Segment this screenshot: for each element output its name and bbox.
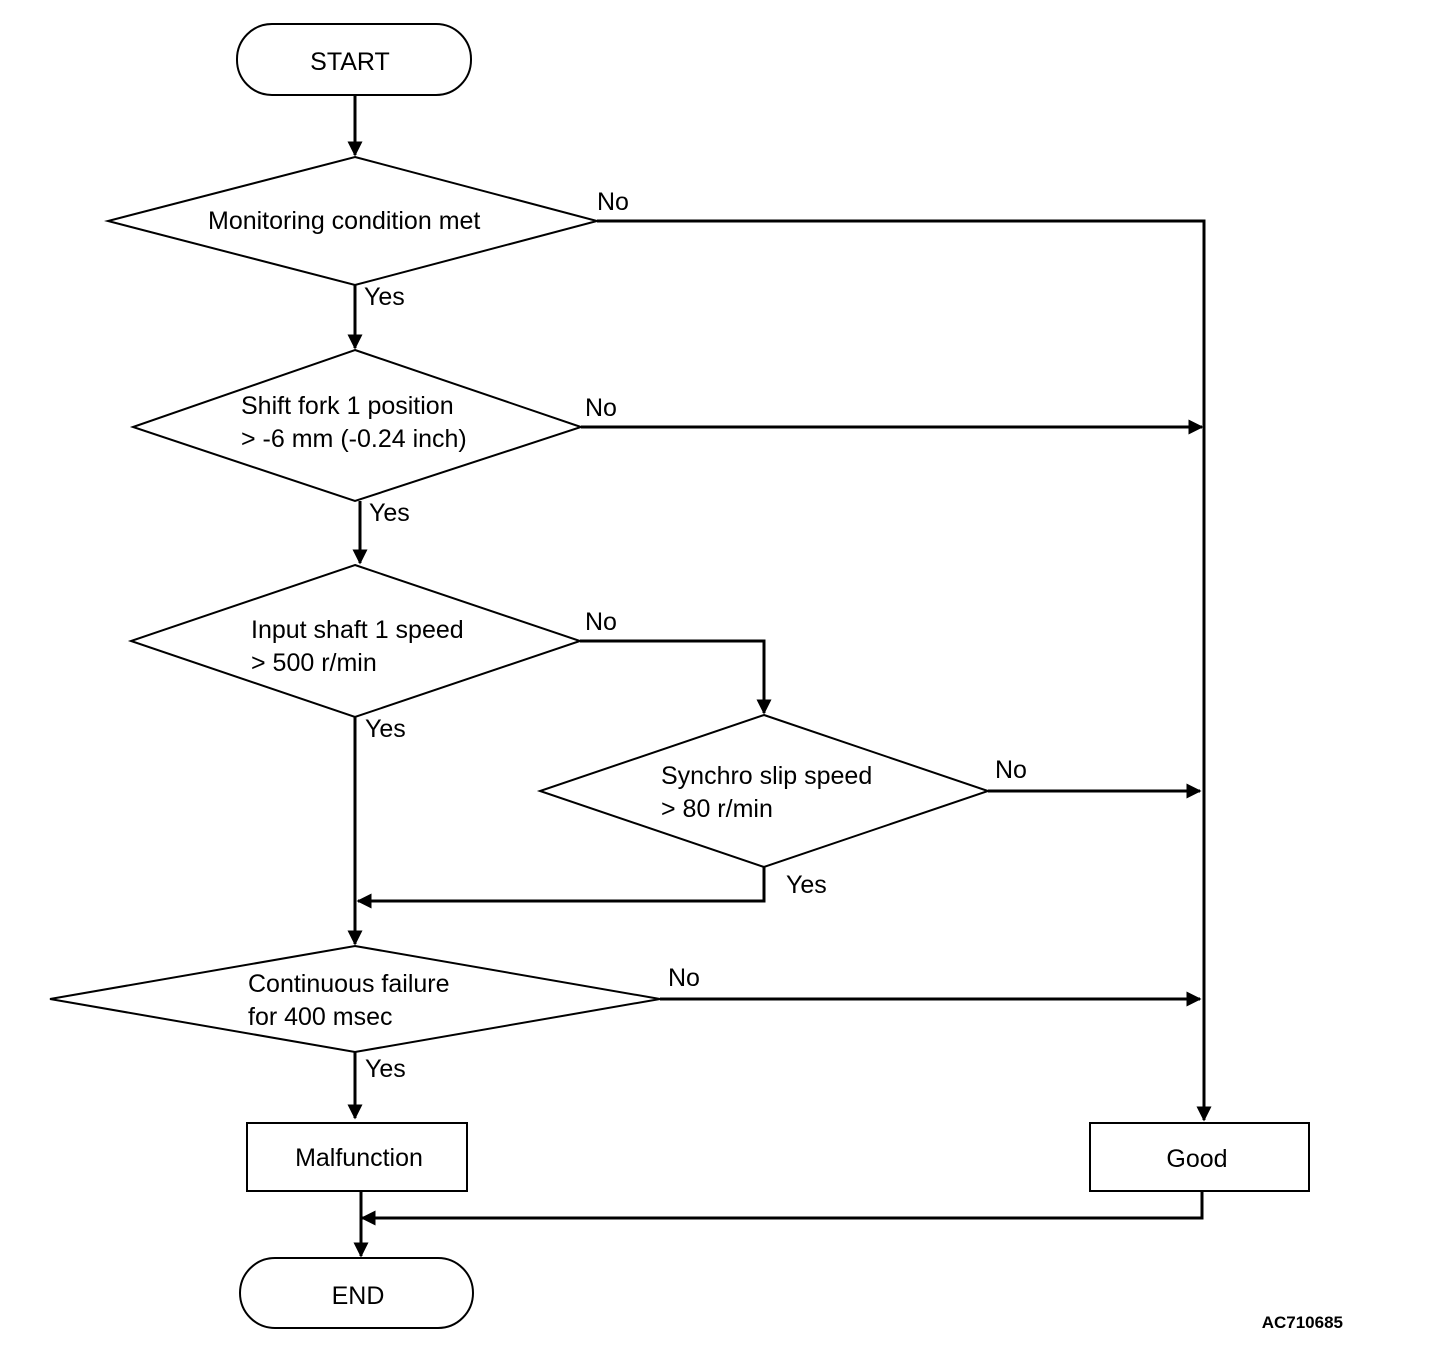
good-label: Good xyxy=(1166,1145,1227,1173)
arrow-d4-yes-to-main xyxy=(356,867,766,909)
malfunction-box: Malfunction xyxy=(246,1122,468,1192)
d3-yes-label: Yes xyxy=(365,715,406,743)
d4-no-label: No xyxy=(995,756,1027,784)
decision-2-line-2: > -6 mm (-0.24 inch) xyxy=(241,425,467,453)
branch-labels: No Yes No Yes No Yes No Yes No Yes xyxy=(364,188,1027,1083)
d1-yes-label: Yes xyxy=(364,283,405,311)
arrow-d3-no-to-d4 xyxy=(580,639,772,715)
decision-monitoring-condition: Monitoring condition met xyxy=(104,155,601,287)
d3-no-label: No xyxy=(585,608,617,636)
decision-5-line-2: for 400 msec xyxy=(248,1003,393,1031)
end-terminal: END xyxy=(239,1257,474,1329)
d5-no-label: No xyxy=(668,964,700,992)
reference-code: AC710685 xyxy=(1262,1313,1343,1332)
d2-no-label: No xyxy=(585,394,617,422)
decision-5-line-1: Continuous failure xyxy=(248,970,450,998)
decision-continuous-failure: Continuous failure for 400 msec xyxy=(49,944,661,1054)
decision-2-line-1: Shift fork 1 position xyxy=(241,392,454,420)
start-terminal: START xyxy=(236,23,472,96)
decision-4-line-2: > 80 r/min xyxy=(661,795,773,823)
d5-yes-label: Yes xyxy=(365,1055,406,1083)
end-label: END xyxy=(332,1282,385,1310)
d2-yes-label: Yes xyxy=(369,499,410,527)
decision-1-line-1: Monitoring condition met xyxy=(208,207,480,235)
malfunction-label: Malfunction xyxy=(295,1144,423,1172)
decision-shift-fork-position: Shift fork 1 position > -6 mm (-0.24 inc… xyxy=(129,348,585,503)
decision-3-line-1: Input shaft 1 speed xyxy=(251,616,464,644)
decision-3-line-2: > 500 r/min xyxy=(251,649,377,677)
connectors xyxy=(347,95,1212,1258)
decision-input-shaft-speed: Input shaft 1 speed > 500 r/min xyxy=(127,563,584,719)
arrow-d1-no-to-good xyxy=(597,219,1212,1122)
d1-no-label: No xyxy=(597,188,629,216)
d4-yes-label: Yes xyxy=(786,871,827,899)
arrow-good-to-end xyxy=(360,1191,1204,1226)
decision-synchro-slip-speed: Synchro slip speed > 80 r/min xyxy=(536,713,992,869)
good-box: Good xyxy=(1089,1122,1310,1192)
start-label: START xyxy=(310,48,390,76)
decision-4-line-1: Synchro slip speed xyxy=(661,762,872,790)
